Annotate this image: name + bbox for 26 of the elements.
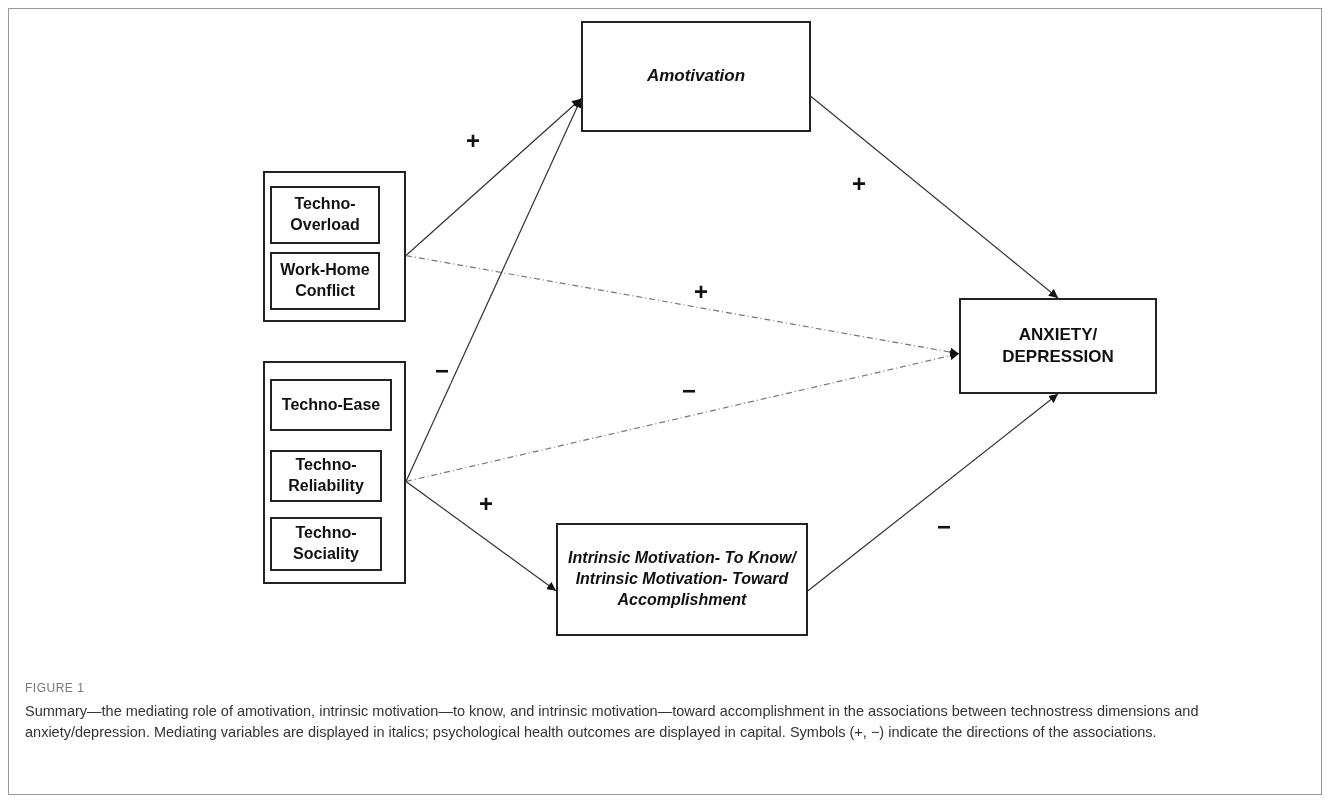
variable-box — [270, 252, 380, 310]
variable-box — [270, 450, 382, 502]
node-label: Work-Home Conflict — [279, 260, 371, 301]
outcome-box — [959, 298, 1157, 394]
mediator-box — [581, 21, 811, 132]
node-label: Techno-Reliability — [287, 455, 365, 496]
mediator-box — [556, 523, 808, 636]
variable-box — [270, 379, 392, 431]
group-box — [263, 171, 406, 322]
caption: Summary—the mediating role of amotivation, intrinsic motivation—to know, and intrinsic motivation—toward accomplishment in the associations between technostress dimensions and anxiety/depression. Mediating variables are displayed in italics; psychological health outcomes are displayed in capital. Symbols (+, −) indicate the directions of the associations. — [25, 702, 1200, 742]
arrow — [405, 351, 960, 483]
arrow — [405, 254, 960, 357]
arrow — [807, 393, 1059, 592]
node-label: Techno-Overload — [289, 194, 361, 235]
variable-box — [270, 186, 380, 244]
node-label: Techno-Ease — [280, 394, 382, 415]
variable-box — [270, 517, 382, 571]
arrow — [405, 98, 582, 257]
node-label: Amotivation — [645, 65, 747, 88]
node-label: ANXIETY/ DEPRESSION — [1001, 323, 1115, 368]
arrow — [810, 95, 1059, 299]
node-label: Techno-Sociality — [292, 523, 360, 564]
figure-number: FIGURE 1 — [25, 681, 85, 695]
node-label: Intrinsic Motivation- To Know/ Intrinsic Motivation- Toward Accomplishment — [567, 548, 799, 610]
group-box — [263, 361, 406, 584]
arrow — [405, 480, 557, 592]
